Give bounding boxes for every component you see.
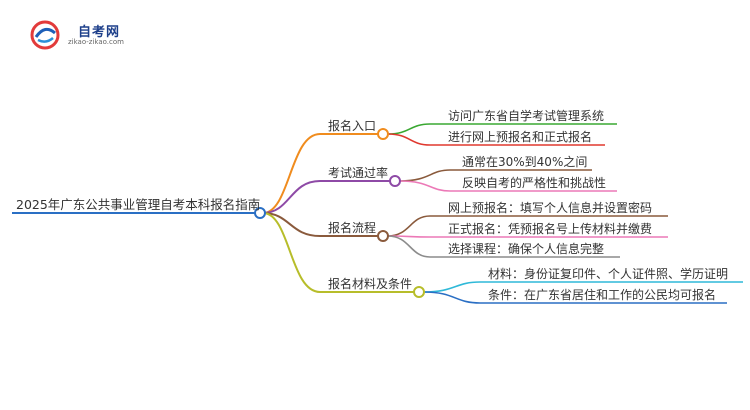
root-label[interactable]: 2025年广东公共事业管理自考本科报名指南	[16, 197, 261, 212]
branch-2-node-dot	[389, 175, 401, 187]
branch-3-node-dot	[377, 230, 389, 242]
connector-root-branch-2	[262, 180, 321, 214]
connector-root-branch-3	[262, 212, 321, 237]
connector-b4-c1	[423, 281, 481, 293]
b1-child-1-label[interactable]: 访问广东省自学考试管理系统	[448, 109, 605, 123]
b3-child-2-label[interactable]: 正式报名：凭预报名号上传材料并缴费	[448, 222, 653, 236]
b4-child-2-label[interactable]: 条件：在广东省居住和工作的公民均可报名	[488, 288, 717, 302]
b1-child-2-label[interactable]: 进行网上预报名和正式报名	[448, 130, 593, 144]
connector-root-branch-4	[262, 212, 321, 293]
connector-b1-c1	[387, 123, 431, 135]
b2-child-2-label[interactable]: 反映自考的严格性和挑战性	[462, 176, 607, 190]
connector-b4-c2	[423, 291, 481, 304]
branch-2-label[interactable]: 考试通过率	[328, 166, 389, 180]
connector-b2-c1	[399, 169, 451, 182]
branch-3-label[interactable]: 报名流程	[328, 221, 377, 235]
connector-b2-c2	[399, 180, 451, 192]
b3-child-3-label[interactable]: 选择课程：确保个人信息完整	[448, 242, 605, 256]
branch-4-node-dot	[413, 286, 425, 298]
branch-1-node-dot	[377, 128, 389, 140]
logo-title: 自考网	[78, 25, 121, 40]
b2-child-1-label[interactable]: 通常在30%到40%之间	[462, 155, 588, 169]
connector-b1-c2	[387, 133, 431, 146]
branch-1-label[interactable]: 报名入口	[328, 119, 377, 133]
connector-root-branch-1	[262, 133, 321, 214]
logo-url: zikao-zikao.com	[68, 38, 124, 46]
connector-b3-c1	[387, 215, 431, 237]
branch-4-label[interactable]: 报名材料及条件	[328, 277, 413, 291]
connector-b3-c3	[387, 235, 431, 258]
logo-emblem-icon	[30, 20, 60, 50]
root-node-dot	[254, 207, 266, 219]
site-logo[interactable]: 自考网 zikao-zikao.com	[30, 20, 160, 50]
b4-child-1-label[interactable]: 材料：身份证复印件、个人证件照、学历证明	[488, 267, 729, 281]
b3-child-1-label[interactable]: 网上预报名：填写个人信息并设置密码	[448, 201, 653, 215]
